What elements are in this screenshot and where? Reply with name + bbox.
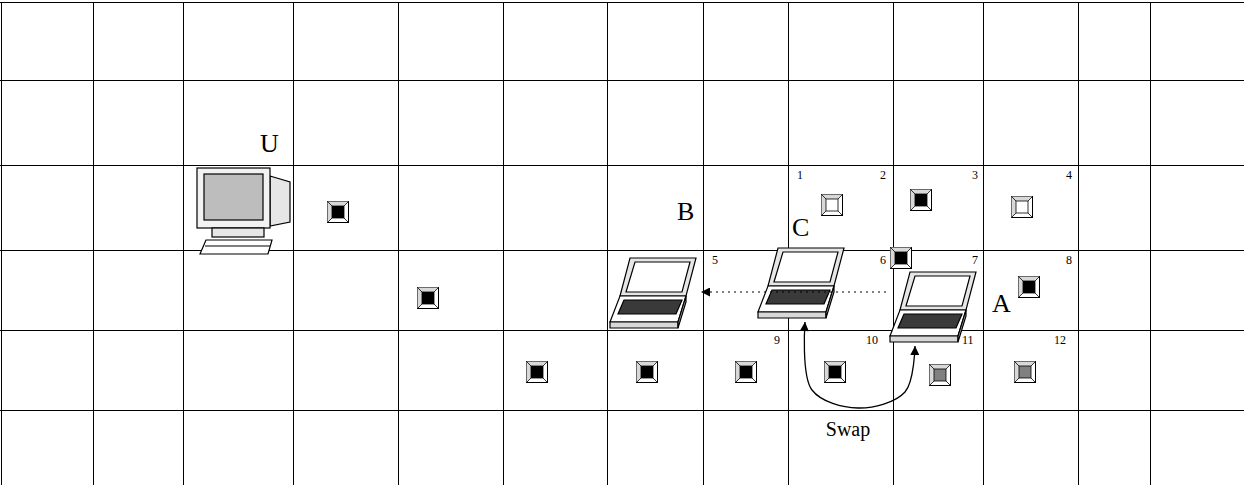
marker-squares: [825, 362, 846, 383]
cell-number: 11: [962, 334, 974, 346]
grid-lines: [703, 2, 704, 485]
cell-number: 3: [972, 169, 978, 181]
desktop-computer: [197, 168, 270, 228]
device-node: A: [886, 268, 1016, 346]
laptop-a: [906, 276, 970, 306]
laptop-c: [774, 252, 838, 282]
marker-squares: [328, 190, 1040, 386]
grid-lines: [788, 2, 789, 485]
laptop-a: [900, 272, 976, 310]
cell-number: 4: [1066, 169, 1072, 181]
desktop-computer: [205, 245, 270, 246]
laptop-a: [898, 314, 962, 328]
laptop-a: [890, 272, 976, 342]
marker-squares: [930, 365, 951, 386]
desktop-computer: [197, 168, 290, 254]
laptop-b: [626, 262, 690, 292]
marker-squares: [527, 362, 548, 383]
desktop-computer: [200, 240, 272, 254]
grid-lines: [0, 80, 1244, 81]
grid-lines: [1150, 2, 1151, 485]
grid-lines: [503, 2, 504, 485]
swap-arrow: [804, 322, 915, 408]
grid-lines: [1, 2, 2, 485]
cell-number: 6: [880, 254, 886, 266]
grid-lines: [398, 2, 399, 485]
edge-label: Swap: [824, 418, 872, 440]
cell-number: 7: [972, 254, 978, 266]
cell-number: 9: [774, 334, 780, 346]
device-node: C: [755, 212, 847, 322]
cell-number: 1: [797, 169, 803, 181]
grid-lines: [0, 165, 1244, 166]
marker-squares: [1015, 362, 1036, 383]
cell-number: 8: [1066, 254, 1072, 266]
cell-number: 2: [880, 169, 886, 181]
marker-squares: [418, 288, 439, 309]
laptop-b: [610, 258, 696, 328]
device-node: B: [605, 198, 701, 332]
grid-lines: [183, 2, 184, 485]
cell-number: 5: [712, 254, 718, 266]
marker-squares: [891, 248, 912, 269]
desktop-computer: [270, 176, 290, 226]
grid-lines: [293, 2, 294, 485]
cell-number: 10: [866, 334, 878, 346]
laptop-c: [826, 286, 834, 318]
marker-squares: [328, 202, 349, 223]
grid-lines: [607, 2, 608, 485]
device-letter: B: [677, 198, 694, 226]
marker-squares: [911, 190, 932, 211]
laptop-c: [768, 248, 844, 286]
marker-squares: [637, 362, 658, 383]
desktop-computer: [212, 228, 264, 237]
grid-lines: [0, 250, 1244, 251]
laptop-b: [620, 258, 696, 296]
device-node: U: [190, 128, 295, 258]
marker-squares: [1012, 197, 1033, 218]
laptop-c: [758, 312, 826, 318]
grid-lines: [0, 2, 1244, 3]
grid-lines: [0, 330, 1244, 331]
laptop-b: [610, 296, 686, 322]
laptop-b: [678, 296, 686, 328]
device-letter: A: [992, 290, 1011, 318]
laptop-b: [610, 322, 678, 328]
dotted-arrow: [701, 291, 886, 292]
desktop-computer: [204, 174, 263, 220]
laptop-c: [766, 290, 830, 304]
laptop-a: [890, 336, 958, 342]
grid-lines: [893, 2, 894, 485]
grid-lines: [983, 2, 984, 485]
marker-squares: [736, 362, 757, 383]
grid-lines: [0, 410, 1244, 411]
laptop-c: [758, 286, 834, 312]
marker-squares: [1019, 277, 1040, 298]
device-letter: U: [260, 130, 279, 158]
laptop-b: [618, 300, 682, 314]
laptop-c: [758, 248, 844, 318]
grid-lines: [93, 2, 94, 485]
grid-lines: [1078, 2, 1079, 485]
laptop-a: [890, 310, 966, 336]
marker-squares: [822, 195, 843, 216]
device-letter: C: [792, 214, 809, 242]
cell-number: 12: [1054, 334, 1066, 346]
